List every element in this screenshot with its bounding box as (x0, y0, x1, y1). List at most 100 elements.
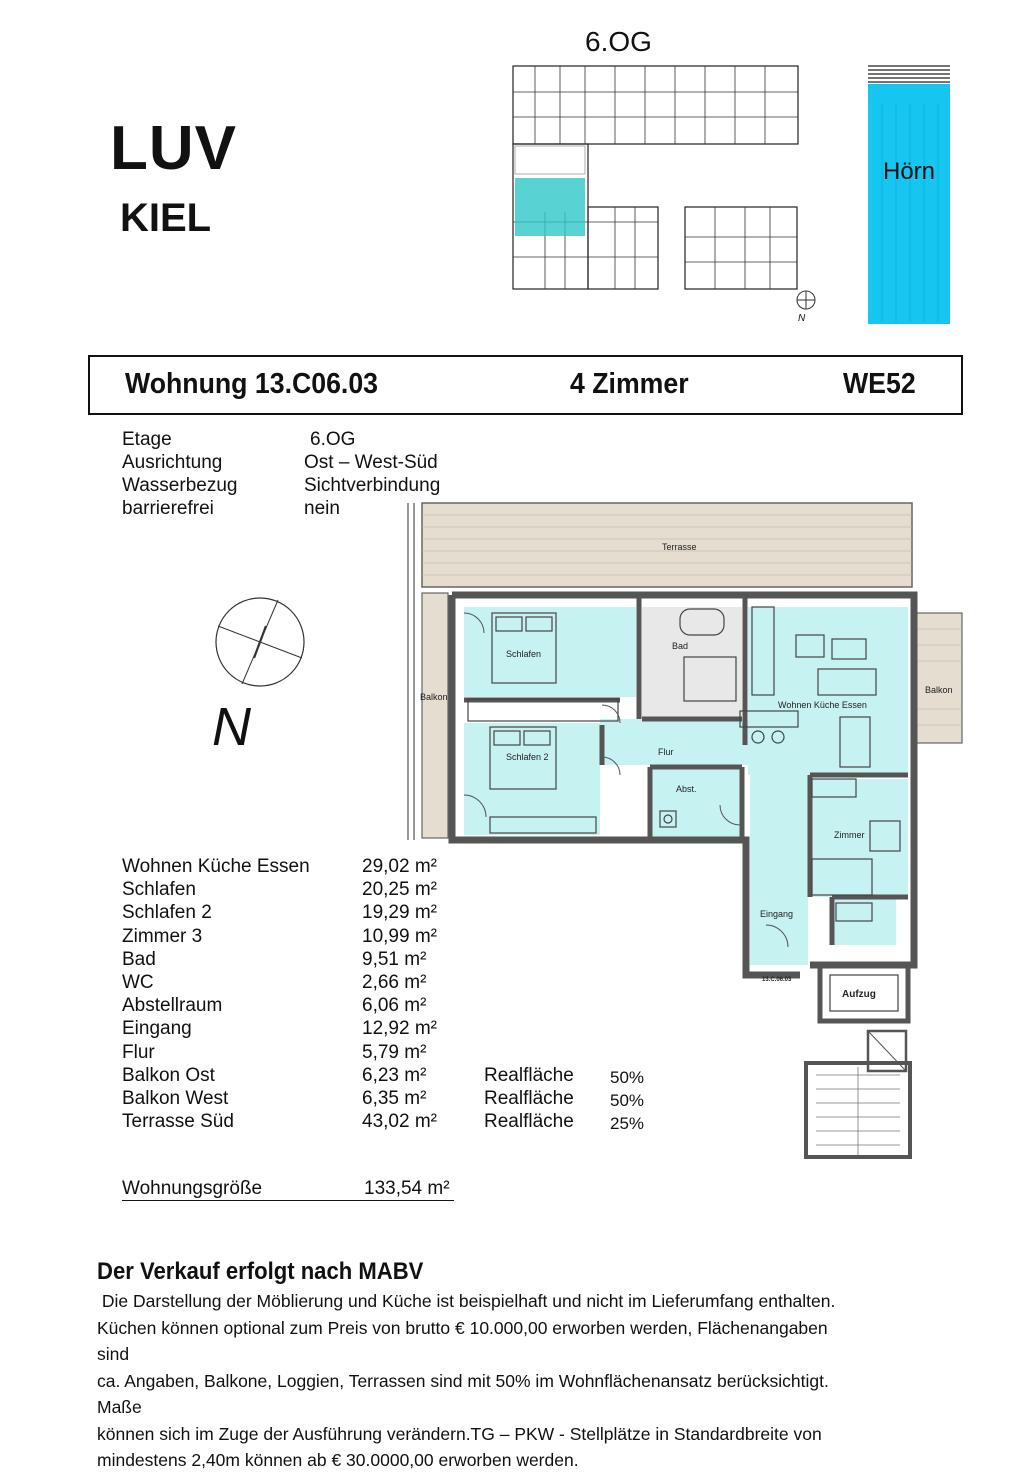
area-value: 19,29 m² (362, 902, 437, 924)
room-bad (642, 607, 742, 719)
label-entry-code: 13.C.06.03 (762, 977, 792, 983)
area-row: Wohnen Küche Essen 29,02 m² (122, 855, 437, 878)
label-wohnen: Wohnen Küche Essen (778, 700, 867, 710)
brand-name: LUV (110, 114, 237, 183)
area-value: 10,99 m² (362, 925, 437, 947)
total-value: 133,54 m² (364, 1178, 450, 1199)
area-value: 9,51 m² (362, 948, 427, 970)
label-zimmer: Zimmer (834, 830, 865, 840)
area-label: Bad (122, 948, 156, 970)
keyplan-highlight (515, 178, 585, 236)
area-list: Wohnen Küche Essen 29,02 m² Schlafen 20,25… (122, 855, 644, 1133)
area-row: Schlafen 2 19,29 m² (122, 901, 437, 924)
area-label: Balkon Ost (122, 1064, 215, 1086)
label-schlafen: Schlafen (506, 649, 541, 659)
sale-title: Der Verkauf erfolgt nach MABV (97, 1258, 424, 1285)
header-box (88, 355, 963, 415)
info-label: barrierefrei (122, 498, 214, 519)
area-row: Terrasse Süd 43,02 m² Realfläche 25% (122, 1110, 644, 1133)
info-row-barrier-free: barrierefrei nein (122, 497, 340, 520)
north-arrow-small-icon (796, 290, 816, 310)
room-schlafen2 (464, 723, 600, 835)
total-label: Wohnungsgröße (122, 1178, 263, 1199)
area-label: Terrasse Süd (122, 1111, 234, 1133)
label-terrasse: Terrasse (662, 542, 697, 552)
info-value: Ost – West-Süd (304, 452, 438, 473)
area-real-label: Realfläche (484, 1087, 574, 1109)
area-real-percent: 50% (610, 1090, 645, 1110)
total-area: Wohnungsgröße 133,54 m² (122, 1178, 454, 1201)
room-abst (652, 767, 742, 837)
room-eingang (750, 765, 808, 965)
area-label: Abstellraum (122, 995, 223, 1017)
area-real-label: Realfläche (484, 1064, 574, 1086)
area-label: WC (122, 971, 154, 993)
area-label: Wohnen Küche Essen (122, 856, 310, 877)
info-label: Etage (122, 429, 172, 450)
info-row-orientation: Ausrichtung Ost – West-Süd (122, 451, 438, 474)
area-value: 6,06 m² (362, 995, 427, 1017)
area-real-percent: 50% (610, 1067, 645, 1087)
sale-disclaimer: Die Darstellung der Möblierung und Küche… (97, 1291, 836, 1470)
label-schlafen2: Schlafen 2 (506, 752, 549, 762)
balcony-west (421, 592, 449, 839)
area-row: Eingang 12,92 m² (122, 1017, 437, 1040)
area-label: Balkon West (122, 1087, 229, 1109)
info-row-water-view: Wasserbezug Sichtverbindung (122, 474, 440, 497)
area-row: Balkon West 6,35 m² Realfläche 50% (122, 1087, 644, 1110)
terrace (421, 502, 913, 588)
label-abst: Abst. (676, 784, 697, 794)
floor-plan: Terrasse Balkon Balkon Schlafen Schlafen… (407, 502, 963, 1159)
label-balkon-west: Balkon (420, 692, 448, 702)
area-label: Schlafen 2 (122, 902, 212, 924)
area-value: 6,23 m² (362, 1064, 427, 1086)
compass-icon (215, 597, 305, 687)
label-aufzug: Aufzug (842, 989, 876, 1000)
info-row-floor: Etage 6.OG (122, 428, 355, 451)
area-label: Schlafen (122, 879, 196, 901)
area-label: Eingang (122, 1018, 192, 1040)
room-schlafen (464, 607, 636, 697)
area-value: 29,02 m² (362, 856, 437, 877)
area-value: 43,02 m² (362, 1111, 437, 1133)
apartment-info: Etage 6.OG Ausrichtung Ost – West-Süd Wass… (122, 428, 440, 520)
area-value: 6,35 m² (362, 1087, 427, 1109)
room-zimmer (810, 779, 908, 897)
keyplan-floor-label: 6.OG (585, 26, 652, 57)
area-label: Zimmer 3 (122, 925, 203, 947)
info-value: nein (304, 498, 340, 519)
area-value: 20,25 m² (362, 879, 437, 901)
label-eingang: Eingang (760, 909, 793, 919)
brand-city: KIEL (120, 196, 212, 240)
north-label-small: N (798, 313, 806, 324)
room-flur (600, 719, 810, 765)
info-label: Ausrichtung (122, 452, 223, 473)
area-row: Balkon Ost 6,23 m² Realfläche 50% (122, 1064, 644, 1087)
info-value: 6.OG (310, 429, 356, 450)
area-row: Bad 9,51 m² (122, 948, 426, 971)
area-row: Abstellraum 6,06 m² (122, 994, 426, 1017)
label-flur: Flur (658, 747, 674, 757)
info-label: Wasserbezug (122, 475, 238, 496)
area-value: 12,92 m² (362, 1018, 437, 1040)
unit-code: WE52 (843, 368, 916, 400)
label-bad: Bad (672, 641, 688, 651)
keyplan-drawing (512, 65, 799, 290)
area-value: 2,66 m² (362, 971, 427, 993)
area-row: WC 2,66 m² (122, 971, 426, 994)
area-real-label: Realfläche (484, 1111, 574, 1133)
area-real-percent: 25% (610, 1114, 645, 1134)
room-count: 4 Zimmer (570, 368, 689, 400)
info-value: Sichtverbindung (304, 475, 441, 496)
area-row: Zimmer 3 10,99 m² (122, 925, 437, 948)
balcony-east (913, 612, 963, 744)
compass-north-label: N (212, 697, 251, 757)
apartment-number: Wohnung 13.C06.03 (125, 368, 379, 400)
stairwell (804, 1061, 912, 1159)
label-balkon-ost: Balkon (925, 685, 953, 695)
water-label: Hörn (882, 158, 936, 185)
area-label: Flur (122, 1041, 155, 1063)
area-row: Schlafen 20,25 m² (122, 878, 437, 901)
elevator (817, 962, 911, 1024)
